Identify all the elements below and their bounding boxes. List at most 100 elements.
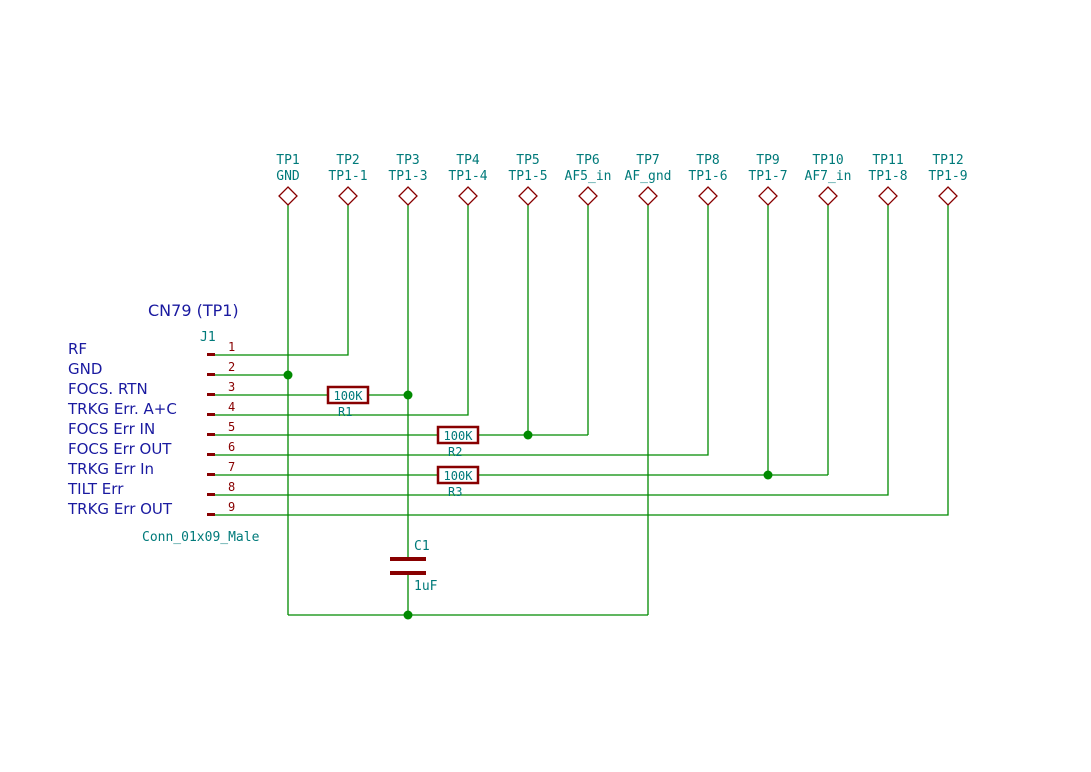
- tp-value: AF7_in: [805, 169, 852, 184]
- pin-number-3: 3: [228, 380, 235, 394]
- tp-value: AF_gnd: [625, 169, 672, 184]
- wire-pin4-tp4[interactable]: [215, 205, 469, 416]
- tp-ref: TP5: [516, 153, 539, 168]
- connector-pin-1[interactable]: 1: [207, 340, 235, 356]
- test-point-tp10[interactable]: TP10 AF7_in: [805, 153, 852, 206]
- net-label-6: FOCS Err OUT: [68, 440, 172, 458]
- test-point-tp7[interactable]: TP7 AF_gnd: [625, 153, 672, 206]
- test-point-tp1[interactable]: TP1 GND: [276, 153, 300, 206]
- tp-pad: [518, 186, 538, 206]
- tp-ref: TP7: [636, 153, 659, 168]
- resistor-value: 100K: [444, 469, 474, 483]
- tp-pad: [938, 186, 958, 206]
- connector-pin-9[interactable]: 9: [207, 500, 235, 516]
- net-label-9: TRKG Err OUT: [67, 500, 173, 518]
- tp-pad: [758, 186, 778, 206]
- capacitor-c1[interactable]: C1 1uF: [390, 539, 438, 594]
- connector-value: Conn_01x09_Male: [142, 530, 260, 545]
- tp-value: TP1-3: [388, 169, 427, 184]
- test-point-tp3[interactable]: TP3 TP1-3: [388, 153, 428, 206]
- net-label-1: RF: [68, 340, 87, 358]
- tp-value: TP1-7: [748, 169, 787, 184]
- resistor-value: 100K: [334, 389, 364, 403]
- test-point-tp4[interactable]: TP4 TP1-4: [448, 153, 488, 206]
- tp-ref: TP9: [756, 153, 779, 168]
- net-label-2: GND: [68, 360, 102, 378]
- net-label-4: TRKG Err. A+C: [67, 400, 177, 418]
- test-point-tp11[interactable]: TP11 TP1-8: [868, 153, 908, 206]
- net-label-7: TRKG Err In: [67, 460, 154, 478]
- wire-pin8-tp11[interactable]: [215, 205, 889, 496]
- test-point-tp2[interactable]: TP2 TP1-1: [328, 153, 368, 206]
- wire-pin9-tp12[interactable]: [215, 205, 949, 516]
- resistor-body: [326, 385, 370, 405]
- resistor-ref: R2: [448, 445, 462, 459]
- test-points: TP1 GND TP2 TP1-1 TP3 TP1-3 TP4 TP1-4 TP…: [276, 153, 968, 206]
- tp-pad: [398, 186, 418, 206]
- connector-title: CN79 (TP1): [148, 301, 239, 320]
- connector-pin-6[interactable]: 6: [207, 440, 235, 456]
- connector-pins: 1 2 3 4 5 6 7 8: [207, 340, 235, 516]
- net-label-8: TILT Err: [67, 480, 124, 498]
- tp-ref: TP1: [276, 153, 299, 168]
- junctions: [283, 370, 773, 620]
- connector-pin-3[interactable]: 3: [207, 380, 235, 396]
- test-point-tp6[interactable]: TP6 AF5_in: [565, 153, 612, 206]
- tp-ref: TP2: [336, 153, 359, 168]
- pin-number-4: 4: [228, 400, 235, 414]
- junction-tp9: [763, 470, 773, 480]
- connector-pin-2[interactable]: 2: [207, 360, 235, 376]
- wire-pin6-tp8[interactable]: [215, 205, 709, 456]
- pin-number-7: 7: [228, 460, 235, 474]
- junction-c1-gnd: [403, 610, 413, 620]
- test-point-tp5[interactable]: TP5 TP1-5: [508, 153, 548, 206]
- resistor-ref: R3: [448, 485, 462, 499]
- net-label-5: FOCS Err IN: [68, 420, 155, 438]
- tp-ref: TP3: [396, 153, 419, 168]
- resistor-body: [436, 425, 480, 445]
- pin-number-6: 6: [228, 440, 235, 454]
- net-label-3: FOCS. RTN: [68, 380, 148, 398]
- junction-tp3: [403, 390, 413, 400]
- tp-pad: [878, 186, 898, 206]
- tp-ref: TP10: [812, 153, 843, 168]
- tp-pad: [338, 186, 358, 206]
- tp-value: AF5_in: [565, 169, 612, 184]
- connector-pin-4[interactable]: 4: [207, 400, 235, 416]
- pin-number-1: 1: [228, 340, 235, 354]
- tp-value: TP1-6: [688, 169, 727, 184]
- resistor-body: [436, 465, 480, 485]
- test-point-tp8[interactable]: TP8 TP1-6: [688, 153, 728, 206]
- tp-ref: TP11: [872, 153, 903, 168]
- resistor-r3[interactable]: 100K R3: [436, 465, 480, 499]
- tp-pad: [458, 186, 478, 206]
- resistor-r1[interactable]: 100K R1: [326, 385, 370, 419]
- resistor-r2[interactable]: 100K R2: [436, 425, 480, 459]
- pin-number-8: 8: [228, 480, 235, 494]
- test-point-tp12[interactable]: TP12 TP1-9: [928, 153, 968, 206]
- capacitor-value: 1uF: [414, 579, 438, 594]
- resistor-value: 100K: [444, 429, 474, 443]
- connector-ref: J1: [200, 330, 216, 345]
- connector-pin-5[interactable]: 5: [207, 420, 235, 436]
- tp-pad: [698, 186, 718, 206]
- tp-pad: [638, 186, 658, 206]
- tp-value: TP1-5: [508, 169, 547, 184]
- tp-ref: TP12: [932, 153, 963, 168]
- connector-pin-8[interactable]: 8: [207, 480, 235, 496]
- resistor-ref: R1: [338, 405, 352, 419]
- tp-ref: TP6: [576, 153, 599, 168]
- wire-pin1-tp2[interactable]: [215, 205, 349, 356]
- net-labels: RF GND FOCS. RTN TRKG Err. A+C FOCS Err …: [67, 340, 177, 518]
- connector-pin-7[interactable]: 7: [207, 460, 235, 476]
- capacitor-ref: C1: [414, 539, 430, 554]
- wires: [215, 205, 949, 616]
- tp-pad: [578, 186, 598, 206]
- test-point-tp9[interactable]: TP9 TP1-7: [748, 153, 788, 206]
- tp-ref: TP8: [696, 153, 719, 168]
- tp-value: TP1-4: [448, 169, 487, 184]
- tp-ref: TP4: [456, 153, 480, 168]
- junction-gnd: [283, 370, 293, 380]
- pin-number-2: 2: [228, 360, 235, 374]
